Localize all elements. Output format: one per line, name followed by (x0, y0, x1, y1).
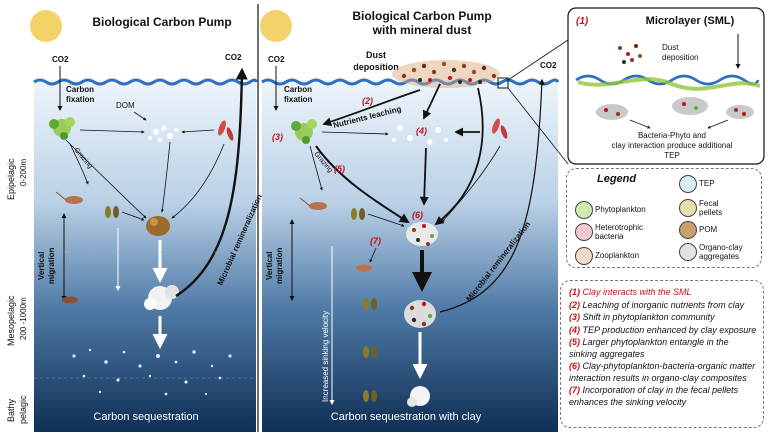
right-tep-cloud (392, 125, 448, 145)
legend-fecal-pellets: Fecal pellets (699, 199, 723, 217)
right-sun-icon (260, 10, 292, 42)
right-zooplankton-icon (299, 197, 327, 210)
sml-inset: (1) Microlayer (SML) Dust deposition Bac… (567, 7, 765, 165)
inset-caption-2: clay interaction produce additional (612, 141, 733, 150)
right-sinking-velocity-label: Increased sinking velocity (321, 311, 330, 402)
legend-organo-clay: Organo-clay aggregates (699, 243, 743, 261)
marker-3: (3) (272, 132, 283, 142)
inset-marker: (1) (576, 16, 589, 27)
zone-pelagic: pelagic (18, 395, 28, 424)
zone-epipelagic: Epipelagic (6, 158, 16, 200)
note-2: (2) Leaching of inorganic nutrients from… (569, 299, 745, 310)
left-footer: Carbon sequestration (93, 411, 198, 423)
right-phytoplankton-icon (291, 119, 317, 144)
right-wave (261, 78, 560, 86)
legend-phytoplankton: Phytoplankton (595, 205, 646, 214)
zone-labels: Epipelagic 0-200m Mesopelagic 200 -1000m… (6, 158, 256, 424)
left-bacteria-icon (218, 120, 234, 141)
zone-bathy: Bathy (6, 398, 16, 422)
left-phytoplankton-icon (49, 117, 75, 140)
left-dom-cloud (148, 125, 178, 142)
left-co2-label: CO2 (52, 55, 69, 64)
bacteria-legend-icon (575, 223, 593, 241)
inset-caption-1: Bacteria-Phyto and (638, 131, 706, 140)
right-dust-1: Dust (366, 50, 386, 60)
left-vertical-migration-2: migration (47, 247, 56, 284)
right-sinking-aggregate-icon (404, 300, 436, 328)
right-co2-label: CO2 (268, 55, 285, 64)
left-wave (33, 78, 258, 86)
pom-legend-icon (679, 221, 697, 239)
right-fecal-pellets-icon (351, 208, 365, 220)
right-footer: Carbon sequestration with clay (331, 411, 482, 423)
zone-mesopelagic-depth: 200 -1000m (19, 297, 28, 340)
left-carbon-fixation-1: Carbon (66, 85, 94, 94)
sml-zoom-box (497, 77, 509, 89)
left-remineralization-arrow (175, 67, 248, 298)
legend-pom: POM (699, 225, 718, 234)
note-1: (1) Clay interacts with the SML (569, 287, 692, 297)
marker-6: (6) (412, 210, 423, 220)
legend-tep: TEP (699, 179, 715, 188)
marker-4: (4) (416, 126, 427, 136)
inset-dust-cloud (618, 44, 642, 64)
legend-box: Legend Phytoplankton TEP Heterotrophic b… (566, 168, 762, 268)
right-carbon-fixation-2: fixation (284, 95, 313, 104)
inset-tep-clusters (596, 97, 754, 120)
left-dom-label: DOM (116, 101, 135, 110)
right-carbon-fixation-1: Carbon (284, 85, 312, 94)
right-remineralization-arrow (439, 78, 545, 313)
inset-dust-2: deposition (662, 53, 698, 62)
right-falling-pellets (363, 298, 377, 402)
right-organo-clay-aggregate-icon (406, 222, 438, 246)
left-co2-right-label: CO2 (225, 53, 242, 62)
inset-dust-1: Dust (662, 43, 679, 52)
zone-epipelagic-depth: 0-200m (19, 159, 28, 186)
zooplankton-legend-icon (575, 247, 593, 265)
legend-bacteria: Heterotrophic bacteria (595, 223, 644, 241)
left-title: Biological Carbon Pump (92, 15, 231, 29)
right-bacteria-icon (492, 118, 508, 139)
left-dom-arrow (133, 111, 147, 121)
note-6: (6) Clay-phytoplankton-bacteria-organic … (569, 361, 756, 383)
right-deep-aggregate-icon (407, 386, 430, 407)
left-zooplankton-icon (55, 191, 83, 204)
legend-title: Legend (597, 173, 637, 185)
legend-zooplankton: Zooplankton (595, 251, 640, 260)
process-notes: (1) Clay interacts with the SML (2) Leac… (560, 280, 764, 428)
left-fecal-pellets-icon (105, 206, 119, 218)
right-co2-right-label: CO2 (540, 61, 557, 70)
right-panel: Biological Carbon Pump with mineral dust… (260, 9, 569, 432)
left-ocean (34, 80, 256, 432)
right-dust-2: deposition (353, 62, 399, 72)
note-7: (7) Incorporation of clay in the fecal p… (569, 385, 739, 407)
inset-title: Microlayer (SML) (646, 15, 735, 27)
right-title-2: with mineral dust (372, 23, 472, 37)
note-3: (3) Shift in phytoplankton community (569, 312, 715, 322)
left-pom-icon (146, 216, 170, 236)
fecal-pellets-legend-icon (679, 199, 697, 217)
inset-caption-3: TEP (664, 151, 680, 160)
right-title-1: Biological Carbon Pump (352, 9, 491, 23)
right-vertical-migration-1: Vertical (265, 252, 274, 280)
left-panel: Biological Carbon Pump CO2 Carbon fixati… (30, 10, 264, 432)
note-4: (4) TEP production enhanced by clay expo… (569, 324, 757, 335)
left-vertical-migration-1: Vertical (37, 252, 46, 280)
note-5: (5) Larger phytoplankton entangle in the… (569, 337, 729, 359)
marker-5: (5) (334, 164, 345, 174)
right-vertical-migration-2: migration (275, 247, 284, 284)
marker-7: (7) (370, 236, 381, 246)
right-dust-deposit (392, 60, 500, 88)
left-sun-icon (30, 10, 62, 42)
left-carbon-fixation-2: fixation (66, 95, 95, 104)
zone-mesopelagic: Mesopelagic (6, 295, 16, 346)
phytoplankton-legend-icon (575, 201, 593, 219)
marker-2: (2) (362, 96, 373, 106)
tep-legend-icon (679, 175, 697, 193)
left-marine-snow-icon (144, 285, 179, 310)
organo-clay-legend-icon (679, 243, 697, 261)
